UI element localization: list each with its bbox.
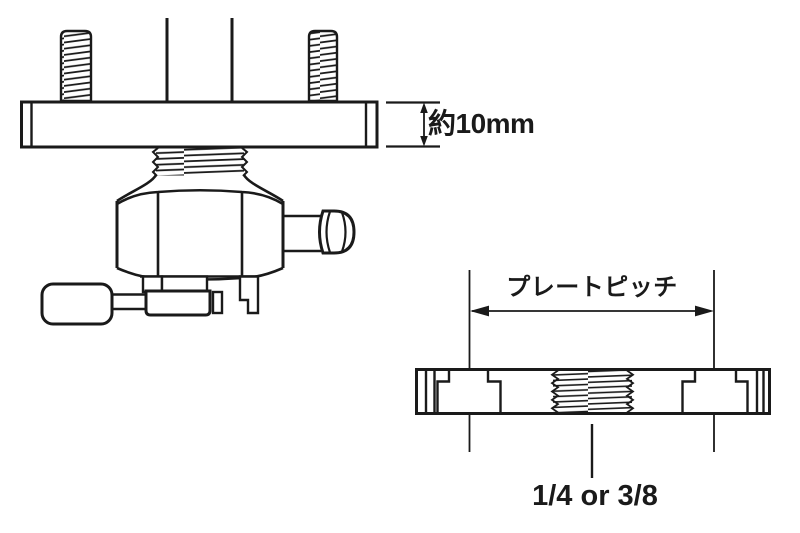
center-column xyxy=(165,18,234,102)
pitch-extension-lines xyxy=(468,270,715,452)
pitch-dimension-arrow xyxy=(470,305,714,317)
threaded-hole xyxy=(550,369,635,414)
valve-bottom-flange xyxy=(140,275,260,315)
thread-size-label: 1/4 or 3/8 xyxy=(532,480,658,512)
threaded-stud-right xyxy=(307,29,339,103)
thickness-dimension xyxy=(386,101,440,148)
mount-plate xyxy=(20,100,379,149)
fuel-lever xyxy=(40,282,224,326)
plate-cross-section xyxy=(415,368,771,415)
lever-hub xyxy=(144,289,212,317)
hose-barb xyxy=(283,209,356,255)
threaded-neck xyxy=(151,147,249,177)
lever-bar xyxy=(110,293,150,311)
threaded-stud-left xyxy=(59,29,93,103)
lever-knob xyxy=(40,282,114,326)
plate-pitch-label: プレートピッチ xyxy=(506,274,678,301)
valve-body-hex xyxy=(115,174,285,281)
plate-thickness-label: 約10mm xyxy=(428,108,535,139)
